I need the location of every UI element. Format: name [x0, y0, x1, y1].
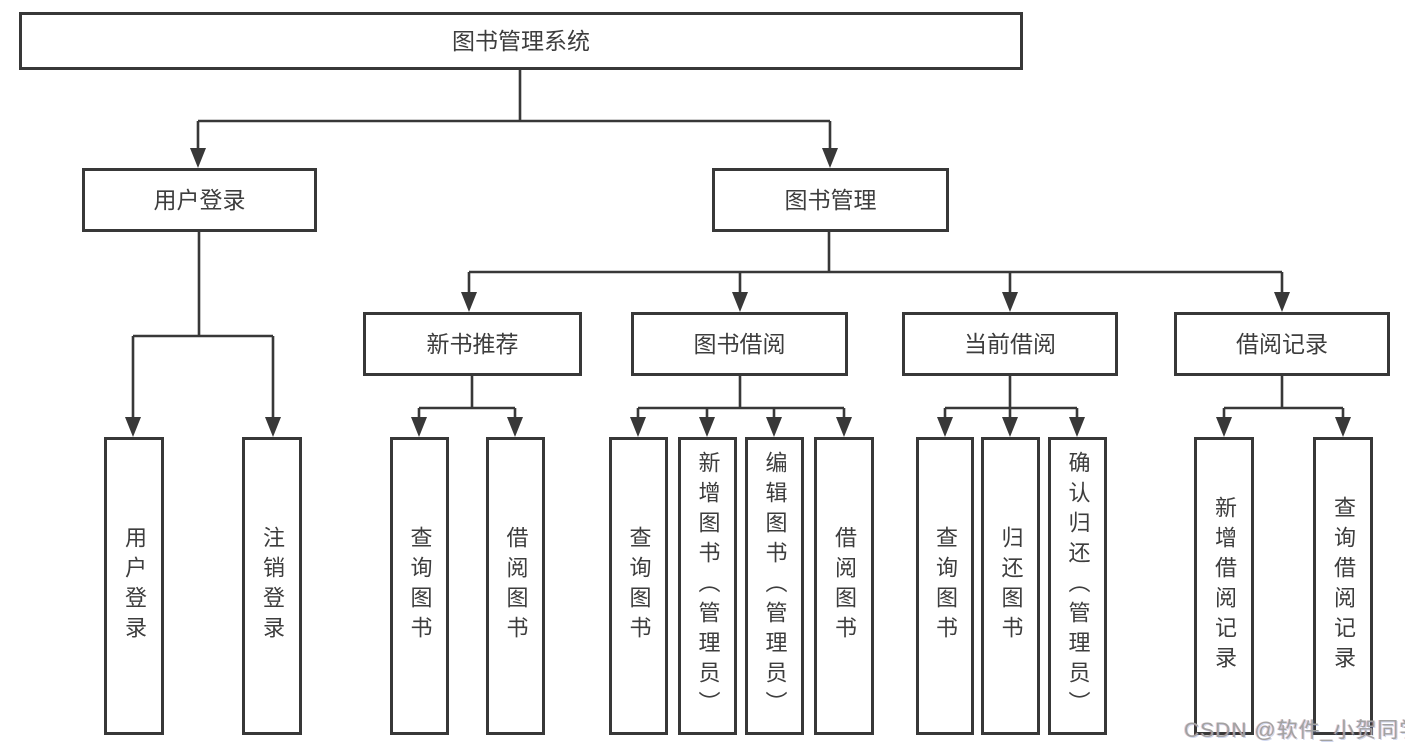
leaf-add-book-admin: 新增图书（管理员）	[678, 437, 737, 735]
node-book-management: 图书管理	[712, 168, 949, 232]
node-label: 用户登录	[153, 186, 246, 213]
leaf-label: 编辑图书（管理员）	[762, 451, 788, 721]
leaf-confirm-return-admin: 确认归还（管理员）	[1048, 437, 1107, 735]
leaf-newbook-borrow-books: 借阅图书	[486, 437, 545, 735]
leaf-edit-book-admin: 编辑图书（管理员）	[745, 437, 804, 735]
leaf-label: 新增借阅记录	[1212, 496, 1237, 676]
leaf-current-query-books: 查询图书	[916, 437, 974, 735]
node-label: 新书推荐	[426, 330, 519, 357]
node-user-login: 用户登录	[82, 168, 317, 232]
leaf-user-login: 用户登录	[104, 437, 164, 735]
leaf-label: 查询图书	[407, 526, 433, 646]
leaf-label: 借阅图书	[832, 526, 857, 646]
leaf-borrow-books: 借阅图书	[814, 437, 874, 735]
leaf-query-borrow-record: 查询借阅记录	[1313, 437, 1373, 735]
leaf-logout: 注销登录	[242, 437, 302, 735]
leaf-label: 查询图书	[933, 526, 958, 646]
leaf-label: 借阅图书	[503, 526, 529, 646]
leaf-borrow-query-books: 查询图书	[609, 437, 668, 735]
leaf-label: 归还图书	[998, 526, 1024, 646]
node-label: 当前借阅	[964, 330, 1056, 357]
node-label: 借阅记录	[1236, 330, 1328, 357]
node-library-management-system: 图书管理系统	[19, 12, 1023, 70]
leaf-label: 查询图书	[626, 526, 652, 646]
node-label: 图书管理系统	[452, 27, 590, 54]
arrowheads	[125, 148, 1351, 437]
leaf-return-book: 归还图书	[981, 437, 1040, 735]
leaf-label: 用户登录	[122, 526, 147, 646]
node-book-borrowing: 图书借阅	[631, 312, 848, 376]
leaf-label: 注销登录	[260, 526, 285, 646]
leaf-newbook-query-books: 查询图书	[390, 437, 449, 735]
leaf-add-borrow-record: 新增借阅记录	[1194, 437, 1254, 735]
node-label: 图书借阅	[693, 330, 786, 357]
node-borrow-records: 借阅记录	[1174, 312, 1390, 376]
leaf-label: 确认归还（管理员）	[1065, 451, 1091, 721]
csdn-watermark: CSDN @软件_小贺同学	[1184, 719, 1405, 742]
node-new-book-recommend: 新书推荐	[363, 312, 582, 376]
leaf-label: 新增图书（管理员）	[695, 451, 721, 721]
node-label: 图书管理	[784, 186, 877, 213]
leaf-label: 查询借阅记录	[1331, 496, 1356, 676]
node-current-borrowing: 当前借阅	[902, 312, 1118, 376]
